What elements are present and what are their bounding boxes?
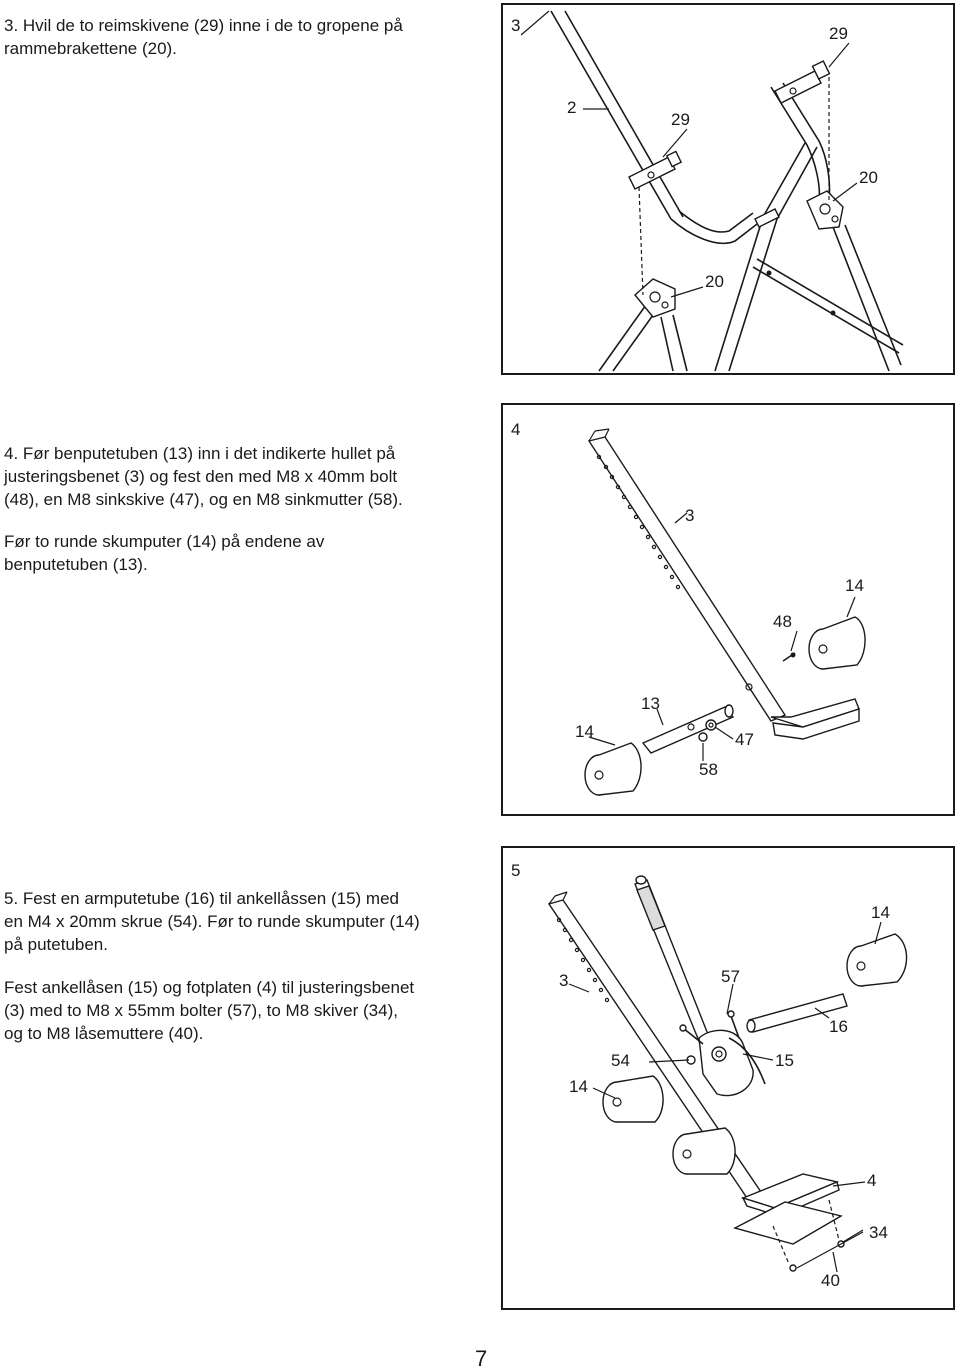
figure-4-label-3: 3: [685, 506, 695, 525]
figure-5-step-number: 5: [511, 861, 521, 880]
figure-4-label-47: 47: [735, 730, 754, 749]
figure-5-label-16: 16: [829, 1017, 848, 1036]
step-5-line-2: en M4 x 20mm skrue (54). Før to runde sk…: [4, 912, 420, 931]
figure-5-label-4: 4: [867, 1171, 877, 1190]
figure-3-drawing: [520, 10, 904, 372]
step-5-extra-line-2: (3) med to M8 x 55mm bolter (57), to M8 …: [4, 1001, 398, 1020]
figure-5-label-15: 15: [775, 1051, 794, 1070]
step-4-extra-line-1: Før to runde skumputer (14) på endene av: [4, 532, 325, 551]
figure-5: 5 14 3 57 16 54 15 14 4 34 40: [501, 846, 955, 1310]
figure-5-label-3: 3: [559, 971, 569, 990]
step-4-line-1: 4. Før benputetuben (13) inn i det indik…: [4, 444, 396, 463]
page-number: 7: [475, 1346, 488, 1371]
figure-3-step-number: 3: [511, 16, 521, 35]
step-5-line-1: 5. Fest en armputetube (16) til ankellås…: [4, 889, 399, 908]
step-5-line-3: på putetuben.: [4, 935, 108, 954]
step-5-extra-line-1: Fest ankellåsen (15) og fotplaten (4) ti…: [4, 978, 415, 997]
step-3-line-2: rammebrakettene (20).: [4, 39, 177, 58]
figure-3-label-20-right: 20: [859, 168, 878, 187]
figure-3: 3 29 2 29 20 20: [501, 3, 955, 375]
figure-5-label-54: 54: [611, 1051, 630, 1070]
figure-5-label-14-left: 14: [569, 1077, 588, 1096]
step-3-line-1: 3. Hvil de to reimskivene (29) inne i de…: [4, 16, 403, 35]
figure-4-label-58: 58: [699, 760, 718, 779]
step-4-line-2: justeringsbenet (3) og fest den med M8 x…: [4, 467, 398, 486]
figure-4-step-number: 4: [511, 420, 521, 439]
step-5-extra-line-3: og to M8 låsemuttere (40).: [4, 1024, 204, 1043]
figure-3-label-29-top: 29: [829, 24, 848, 43]
figure-4-label-48: 48: [773, 612, 792, 631]
figure-5-drawing: [547, 875, 908, 1273]
figure-4-label-14-right: 14: [845, 576, 864, 595]
step-4-extra-line-2: benputetuben (13).: [4, 555, 148, 574]
figure-5-label-40: 40: [821, 1271, 840, 1290]
figure-4: 4 3 14 48 13 14 47 58: [501, 403, 955, 816]
figure-4-label-13: 13: [641, 694, 660, 713]
figure-3-label-20-left: 20: [705, 272, 724, 291]
figure-5-label-34: 34: [869, 1223, 888, 1242]
figure-5-label-57: 57: [721, 967, 740, 986]
figure-3-label-2: 2: [567, 98, 577, 117]
figure-3-label-29-middle: 29: [671, 110, 690, 129]
figure-4-drawing: [584, 428, 866, 796]
figure-4-label-14-left: 14: [575, 722, 594, 741]
step-4-line-3: (48), en M8 sinkskive (47), og en M8 sin…: [4, 490, 403, 509]
figure-5-label-14-top: 14: [871, 903, 890, 922]
